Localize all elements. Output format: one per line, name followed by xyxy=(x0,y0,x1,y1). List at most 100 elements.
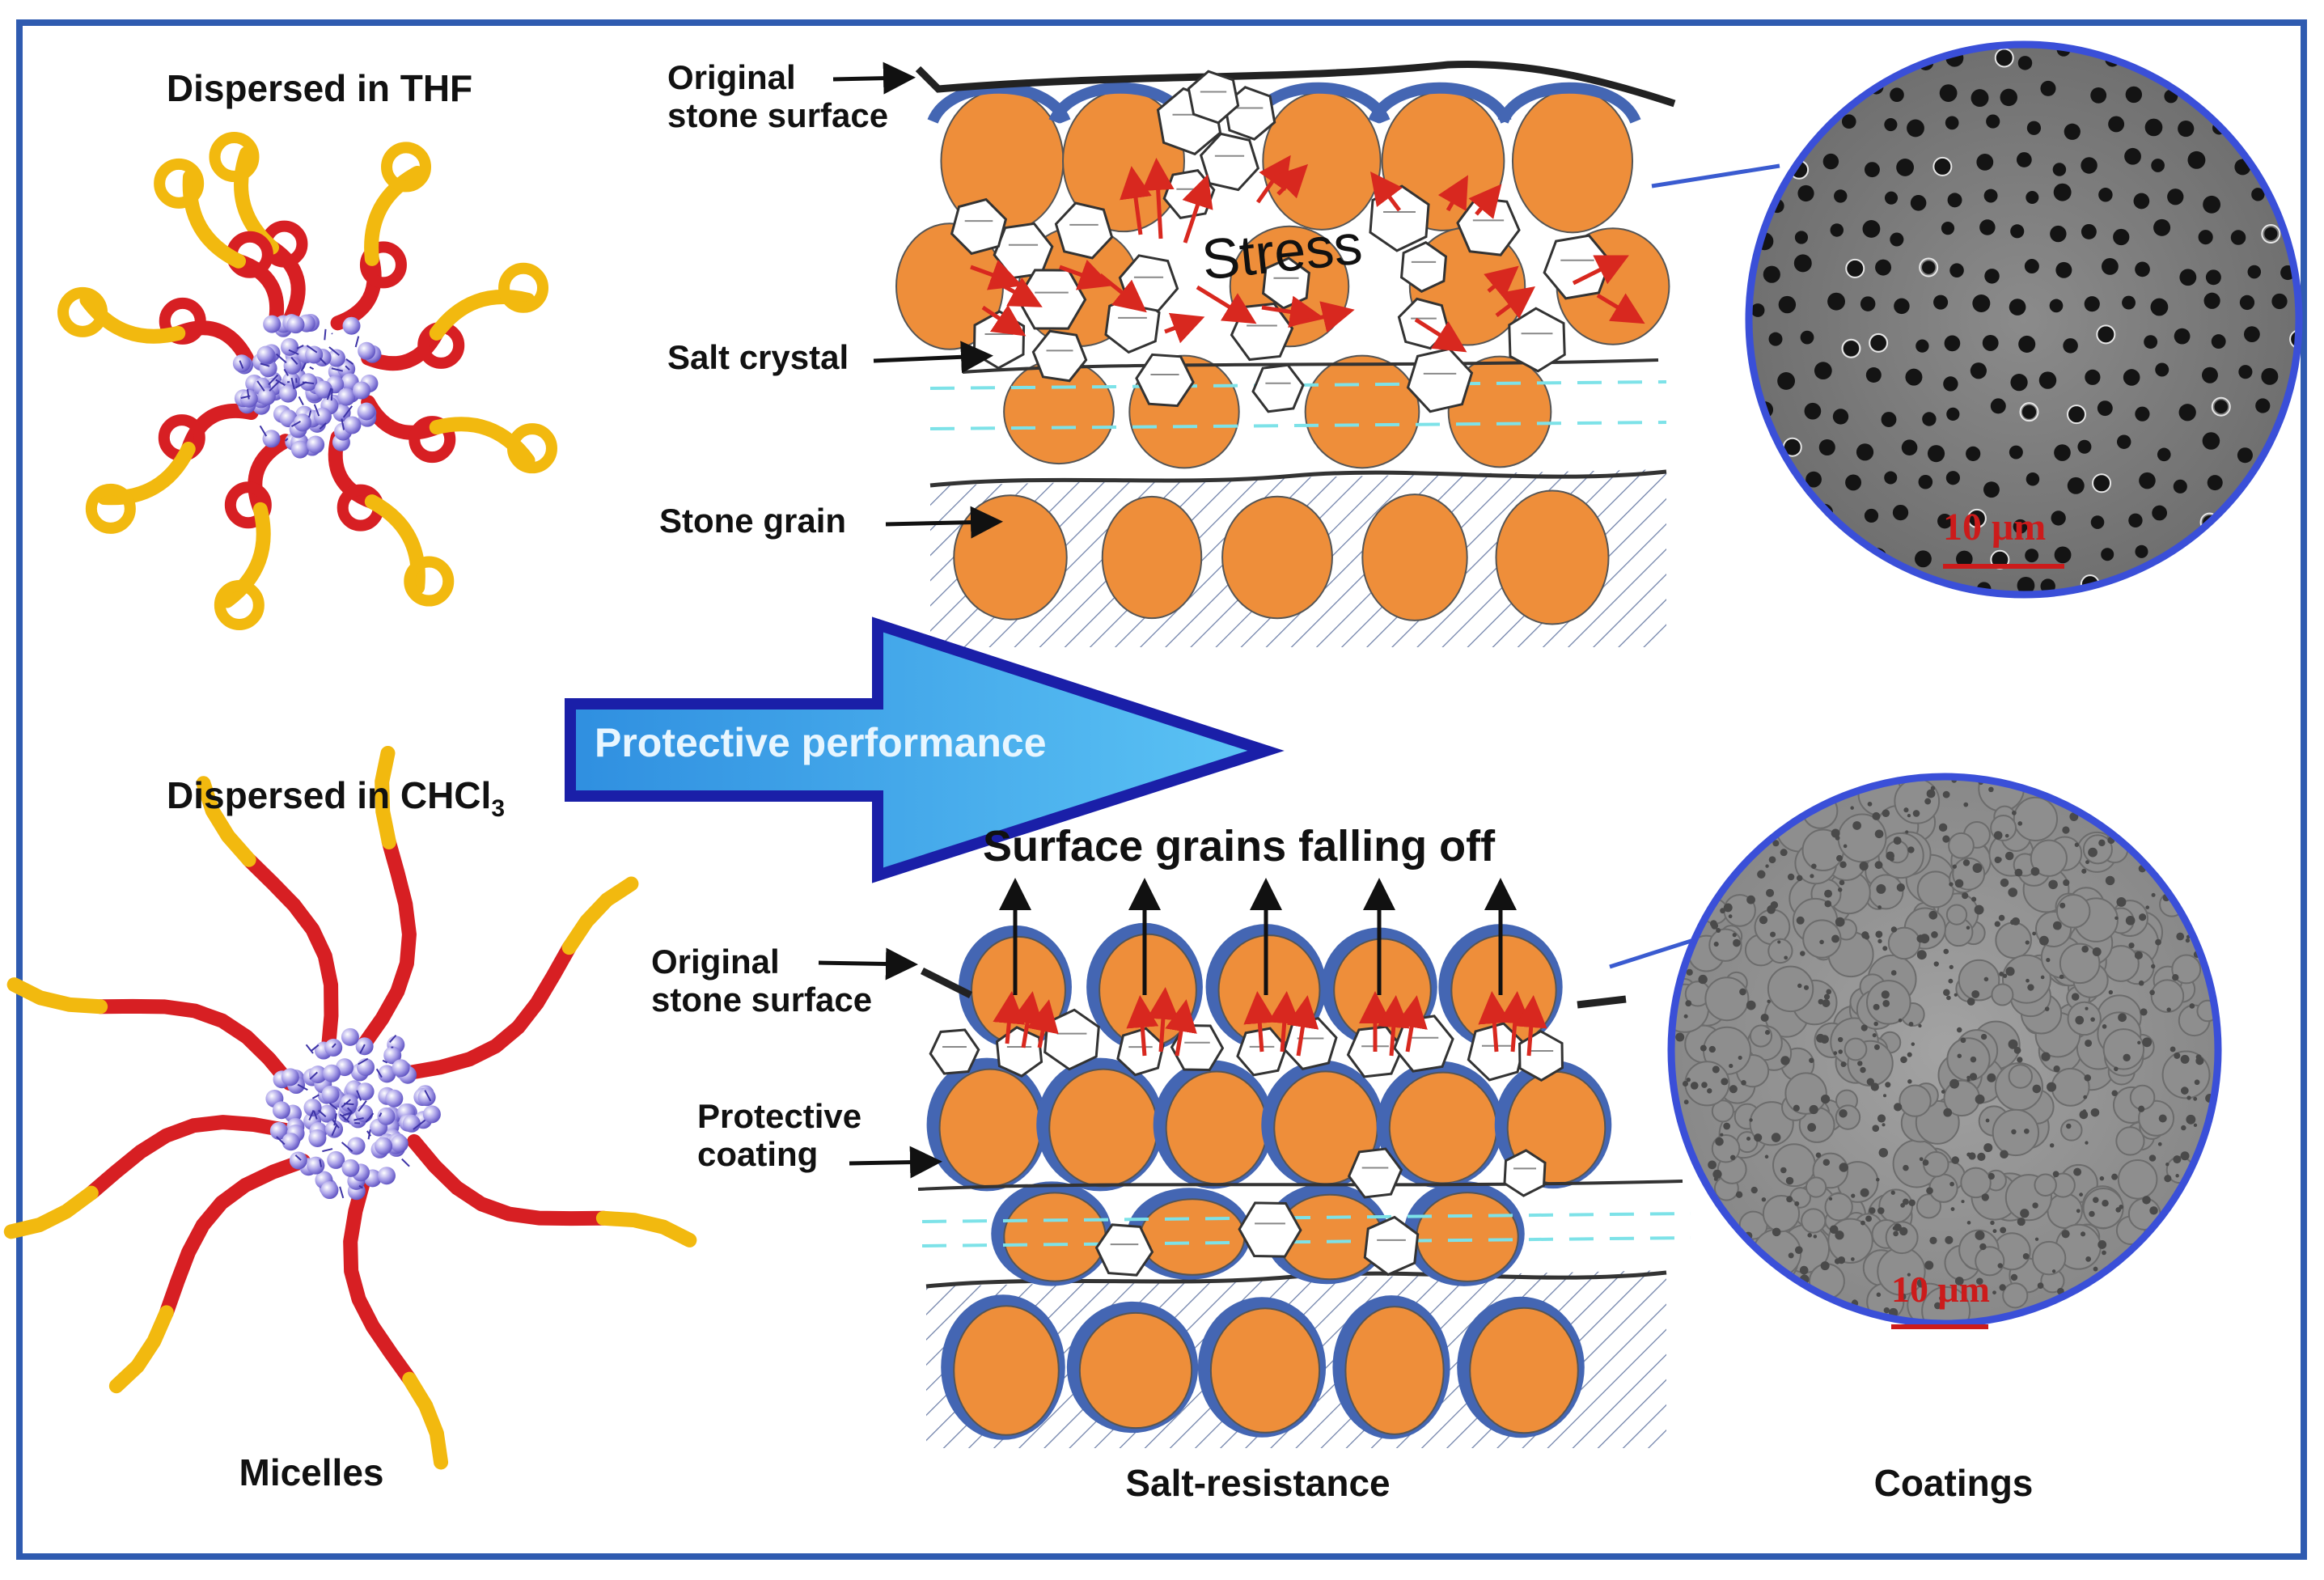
sem-pore xyxy=(1729,1063,1733,1069)
sem-pore xyxy=(1708,1045,1716,1053)
sem-pore xyxy=(1837,1256,1846,1264)
stress-arrow xyxy=(1484,265,1519,299)
core-bond xyxy=(311,1094,320,1099)
sem-cell xyxy=(1946,1037,1991,1082)
sem-cell xyxy=(1958,959,2000,1002)
sem-pore xyxy=(2004,833,2009,838)
chain-yellow xyxy=(182,169,246,269)
sem-pore xyxy=(1919,1157,1924,1162)
sem-pore xyxy=(2128,513,2143,527)
sem-pore xyxy=(2151,892,2156,897)
sem-pore xyxy=(1749,512,1759,526)
salt-crystal xyxy=(1162,169,1216,219)
sem-pore xyxy=(1732,933,1737,938)
sem-pore xyxy=(1882,1123,1886,1127)
sem-pore xyxy=(1882,809,1890,818)
sem-pore xyxy=(1891,589,1907,595)
sem-pore xyxy=(1768,856,1776,864)
sem-pore xyxy=(1939,84,1958,102)
sem-cell xyxy=(2059,942,2101,985)
sem-pore xyxy=(2097,400,2113,417)
sem-pore xyxy=(1971,989,1980,998)
sem-pore xyxy=(1924,1260,1934,1270)
substrate-boundary xyxy=(929,469,1667,488)
core-bond xyxy=(306,345,318,354)
sem-pore xyxy=(1946,995,1951,1001)
chain-red xyxy=(407,1133,611,1226)
sem-pore xyxy=(2117,586,2132,595)
chain-yellow xyxy=(364,494,425,595)
core-bead xyxy=(383,1046,402,1065)
sem-pore xyxy=(1860,1220,1865,1226)
sem-pore xyxy=(1815,77,1833,95)
sem-pore xyxy=(2193,1096,2198,1101)
sem-pore xyxy=(2093,474,2110,493)
salt-crystal xyxy=(1094,1223,1154,1277)
sem-pore xyxy=(1738,1055,1742,1061)
sem-pore xyxy=(2239,294,2255,311)
core-bond xyxy=(288,349,299,355)
sem-pore xyxy=(1894,298,1910,315)
sem-pore xyxy=(2116,896,2127,907)
sem-pore xyxy=(1921,261,1936,274)
core-bead xyxy=(290,440,309,459)
sem-pore xyxy=(2099,1175,2105,1181)
sem-pore xyxy=(1881,412,1897,427)
sem-pore xyxy=(1933,294,1949,310)
core-bond xyxy=(318,1109,327,1118)
sem-pore xyxy=(1986,114,2000,129)
core-bond xyxy=(297,1083,308,1091)
sem-pore xyxy=(1723,903,1733,913)
stress-arrow xyxy=(1141,158,1175,239)
sem-pore xyxy=(1966,1221,1971,1225)
sem-pore xyxy=(1864,934,1870,940)
sem-pore xyxy=(1950,1207,1955,1212)
sem-pore xyxy=(1916,339,1929,353)
sem-pore xyxy=(1857,1061,1863,1066)
sem-pore xyxy=(2164,1175,2172,1183)
sem-pore xyxy=(1741,1080,1746,1086)
sem-pore xyxy=(1881,990,1890,999)
core-bead xyxy=(341,1159,360,1177)
sem-cell xyxy=(1767,965,1814,1013)
stress-arrow xyxy=(1414,317,1467,353)
chain-red xyxy=(265,239,306,325)
core-bead xyxy=(347,1137,366,1155)
sem-pore xyxy=(1686,1078,1691,1082)
sem-pore xyxy=(1896,883,1905,892)
sem-pore xyxy=(2157,1142,2162,1146)
sem-pore xyxy=(1872,811,1881,820)
sem-pore xyxy=(1750,303,1765,317)
core-bond xyxy=(309,1071,318,1080)
sem-pore xyxy=(2093,1197,2099,1203)
core-bead xyxy=(281,1068,299,1087)
sem-pore xyxy=(1877,1114,1886,1123)
sem-pore xyxy=(2148,1154,2157,1162)
sem-pore xyxy=(1902,1198,1909,1205)
core-bond xyxy=(283,368,289,376)
sem-pore xyxy=(2016,152,2032,167)
sem-pore xyxy=(2248,49,2267,66)
sem-pore xyxy=(1713,1176,1718,1181)
sem-pore xyxy=(1962,859,1971,866)
sem-pore xyxy=(2026,472,2040,486)
sem-pore xyxy=(1800,330,1814,345)
core-bond xyxy=(354,336,360,348)
sem-pore xyxy=(1770,901,1779,909)
stress-arrow xyxy=(1027,999,1059,1048)
sem-pore xyxy=(1777,372,1796,390)
sem-pore xyxy=(1908,1021,1914,1027)
sem-pore xyxy=(1780,1056,1790,1065)
sem-pore xyxy=(2134,951,2143,959)
sem-pore xyxy=(2059,902,2066,909)
core-bead xyxy=(378,1065,396,1083)
sem-pore xyxy=(2111,1090,2118,1096)
sem-pore xyxy=(2032,1202,2038,1209)
sem-cell xyxy=(2008,1064,2033,1089)
sem-pore xyxy=(1811,863,1817,869)
sem-pore xyxy=(2085,369,2101,385)
stone-grain xyxy=(1003,1192,1107,1282)
sem-pore xyxy=(1796,916,1805,925)
sem-pore xyxy=(2157,447,2171,462)
core-bond xyxy=(339,1186,345,1199)
